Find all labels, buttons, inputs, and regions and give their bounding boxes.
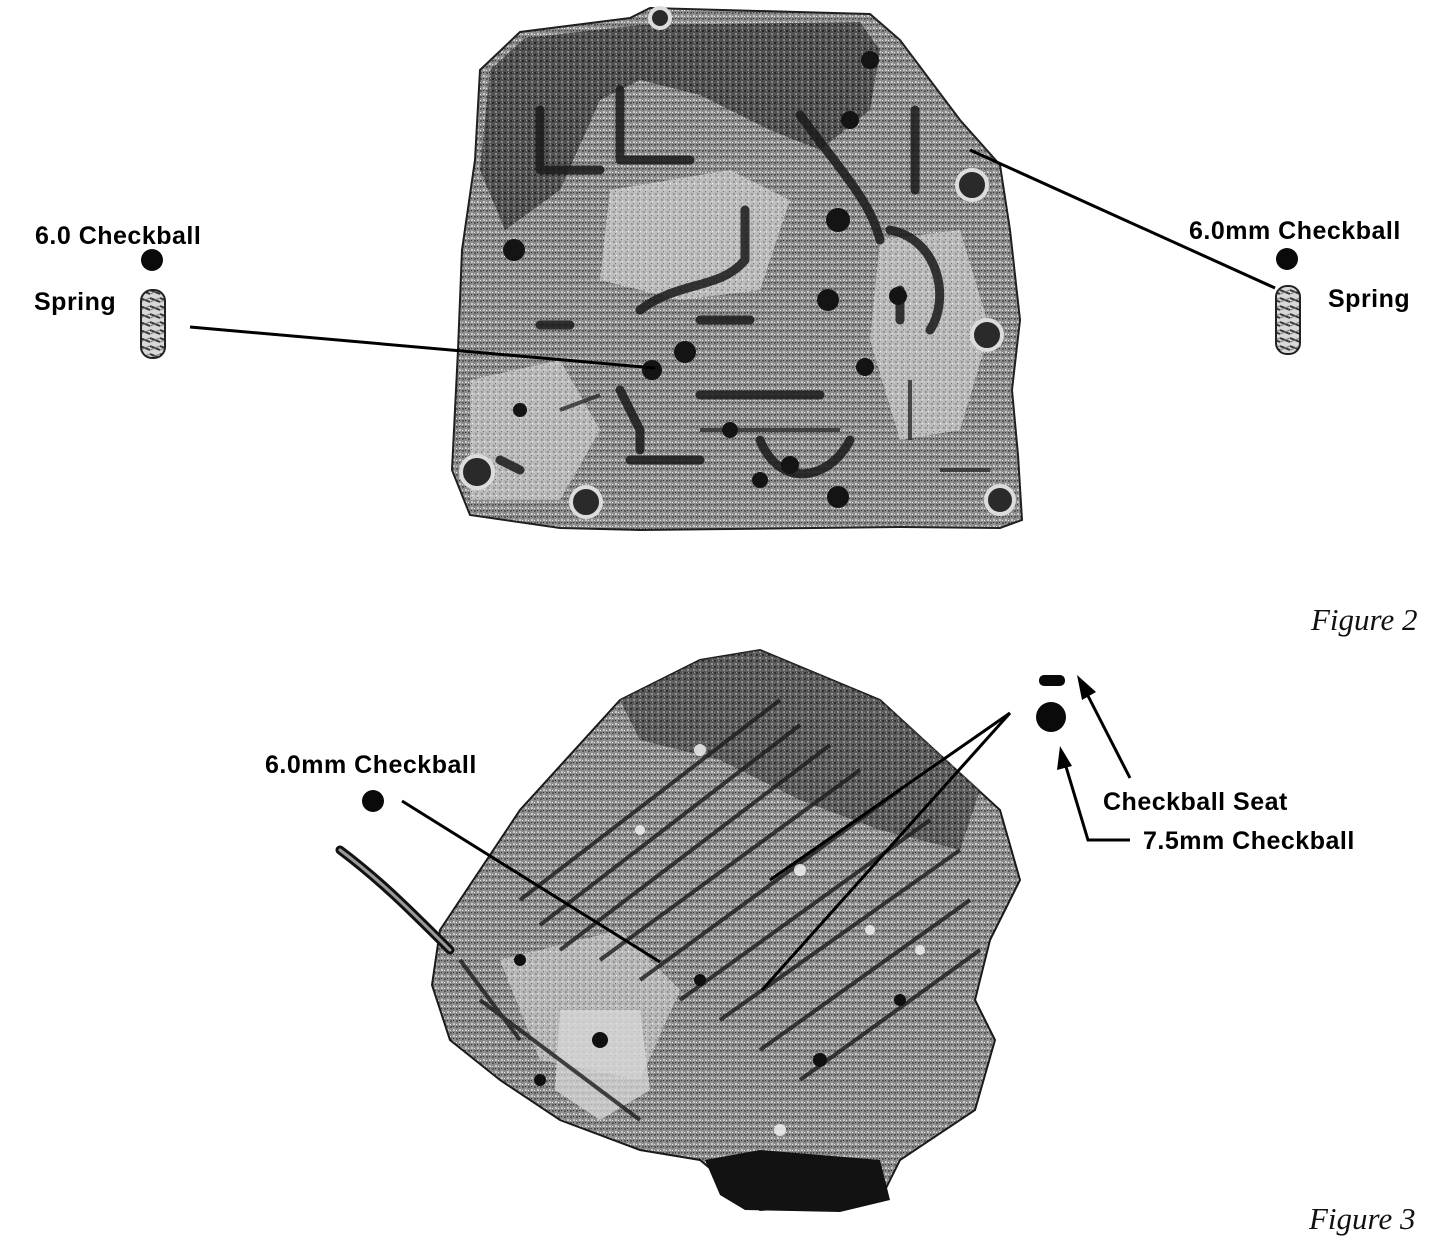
- figure3-valve-body: [335, 648, 1022, 1212]
- figure3-right-parts: [760, 675, 1132, 992]
- left-leader-line: [189, 325, 656, 370]
- seat-arrow-head: [1077, 675, 1096, 700]
- fig3-left-leader-line: [401, 799, 661, 964]
- fig2-right-checkball-label: 6.0mm Checkball: [1189, 217, 1401, 245]
- fig2-left-checkball-label: 6.0 Checkball: [35, 222, 202, 250]
- figure2-valve-body: [450, 6, 1024, 532]
- checkball-seat: [1039, 675, 1065, 686]
- figure2-right-parts: [969, 148, 1301, 355]
- ball-arrow-line: [1062, 759, 1130, 842]
- fig3-large-checkball-label: 7.5mm Checkball: [1143, 827, 1355, 855]
- right-checkball-6mm: [1276, 248, 1298, 270]
- figure3-left-parts: [362, 790, 661, 964]
- right-spring: [1275, 285, 1301, 355]
- fig3-leader-line-a: [769, 711, 1011, 882]
- right-leader-line: [969, 148, 1276, 290]
- ball-arrow-head: [1057, 746, 1072, 770]
- fig2-left-spring-label: Spring: [34, 288, 117, 316]
- fig3-checkball-label: 6.0mm Checkball: [265, 751, 477, 779]
- left-checkball-6mm: [141, 249, 163, 271]
- figure2-caption: Figure 2: [1311, 602, 1418, 637]
- fig3-checkball-6mm: [362, 790, 384, 812]
- fig3-leader-line-b: [760, 711, 1012, 992]
- fig3-checkball-7-5mm: [1036, 702, 1066, 732]
- fig2-right-spring-label: Spring: [1328, 285, 1411, 313]
- fig3-seat-label: Checkball Seat: [1103, 788, 1288, 816]
- figure3-caption: Figure 3: [1309, 1201, 1416, 1236]
- figure2-left-parts: [140, 249, 656, 370]
- left-spring: [140, 289, 166, 359]
- seat-arrow-line: [1083, 689, 1132, 779]
